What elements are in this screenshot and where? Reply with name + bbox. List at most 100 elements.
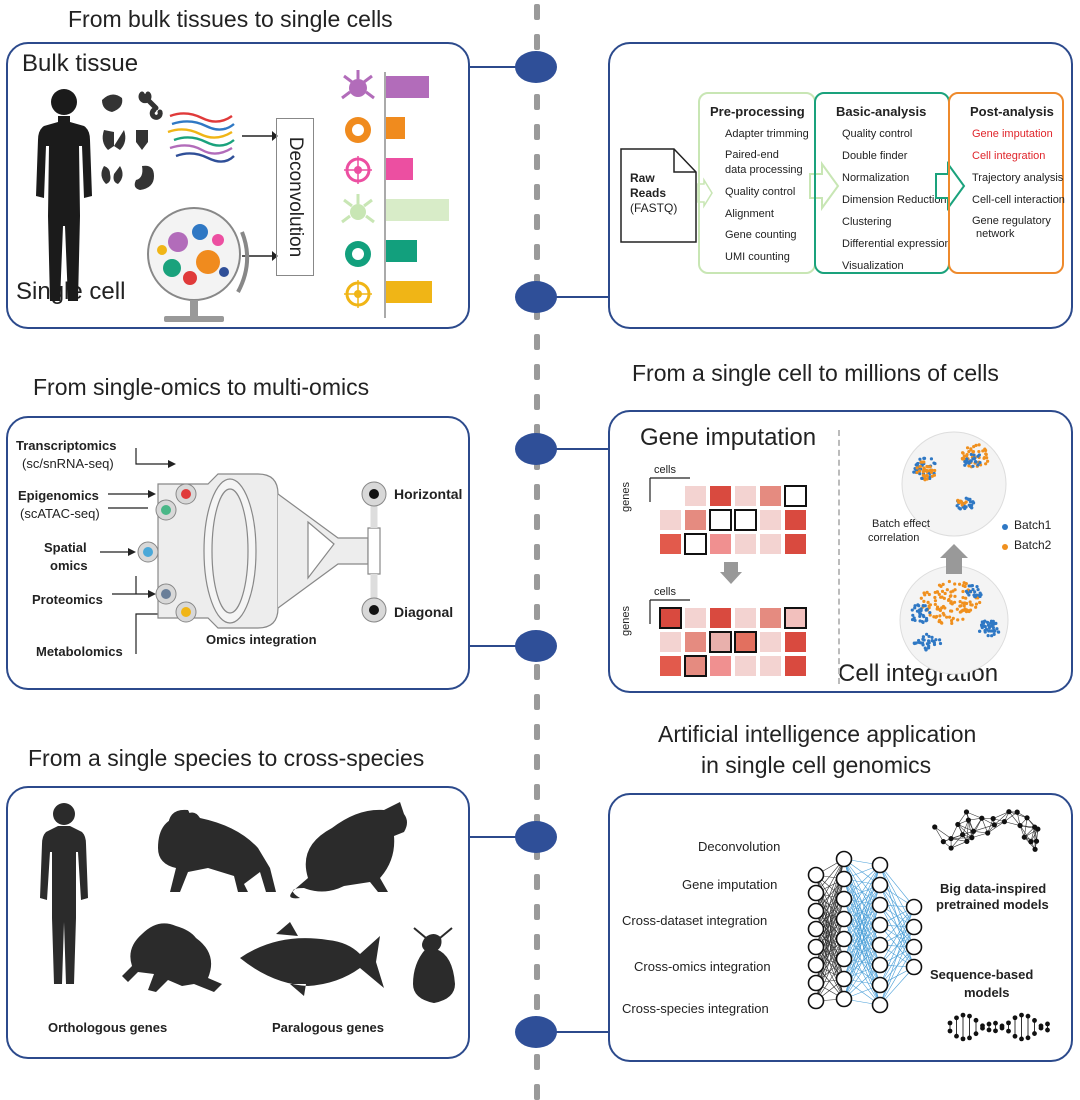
heatmap-cell bbox=[760, 510, 781, 530]
timeline-dash bbox=[534, 754, 540, 770]
sequence-node bbox=[980, 1026, 985, 1031]
umap-point bbox=[969, 608, 972, 611]
heatmap-cell bbox=[710, 632, 731, 652]
nn-node bbox=[837, 992, 852, 1007]
graph-node bbox=[1022, 835, 1027, 840]
deconvolution-bar bbox=[386, 158, 413, 180]
umap-point bbox=[953, 595, 956, 598]
nn-node bbox=[837, 912, 852, 927]
nn-node bbox=[809, 886, 824, 901]
graph-node bbox=[960, 832, 965, 837]
umap-point bbox=[925, 474, 928, 477]
umap-point bbox=[963, 581, 966, 584]
umap-point bbox=[932, 461, 935, 464]
umap-point bbox=[965, 457, 968, 460]
sequence-node bbox=[961, 1013, 966, 1018]
sequence-node bbox=[1039, 1026, 1044, 1031]
timeline-dash bbox=[534, 214, 540, 230]
umap-point bbox=[971, 588, 974, 591]
panel-multiomics: Transcriptomics (sc/snRNA-seq) Epigenomi… bbox=[6, 416, 470, 690]
umap-point bbox=[961, 618, 964, 621]
umap-point bbox=[959, 600, 962, 603]
umap-point bbox=[922, 615, 925, 618]
sequence-label-2: models bbox=[964, 985, 1010, 1000]
heatmap-cell bbox=[785, 608, 806, 628]
heatmap-cell bbox=[660, 510, 681, 530]
umap-point bbox=[956, 618, 959, 621]
umap-point bbox=[992, 623, 995, 626]
timeline-dash bbox=[534, 574, 540, 590]
umap-point bbox=[963, 604, 966, 607]
umap-point bbox=[944, 592, 947, 595]
umap-point bbox=[911, 614, 914, 617]
heatmap-cell bbox=[710, 534, 731, 554]
deconvolution-bar bbox=[386, 117, 405, 139]
heatmap-cell bbox=[785, 632, 806, 652]
heatmap-cell bbox=[660, 486, 681, 506]
umap-point bbox=[926, 591, 929, 594]
timeline-dash bbox=[534, 544, 540, 560]
nn-node bbox=[907, 900, 922, 915]
nn-node bbox=[873, 878, 888, 893]
sequence-node bbox=[1006, 1029, 1011, 1034]
graph-node bbox=[991, 816, 996, 821]
nn-node bbox=[837, 972, 852, 987]
umap-point bbox=[929, 603, 932, 606]
graph-node bbox=[1028, 839, 1033, 844]
heatmap-cell bbox=[685, 608, 706, 628]
umap-point bbox=[974, 444, 977, 447]
umap-point bbox=[913, 641, 916, 644]
nn-node bbox=[837, 852, 852, 867]
timeline-dash bbox=[534, 604, 540, 620]
umap-point bbox=[949, 594, 952, 597]
section-title-bulk: From bulk tissues to single cells bbox=[68, 6, 393, 33]
umap-point bbox=[953, 588, 956, 591]
heatmap-cell bbox=[660, 656, 681, 676]
orthologous-genes-label: Orthologous genes bbox=[48, 1020, 167, 1035]
pre-item: Paired-end bbox=[725, 149, 779, 161]
umap-point bbox=[933, 469, 936, 472]
section-title-ai-line1: Artificial intelligence application bbox=[658, 721, 976, 748]
umap-point bbox=[952, 617, 955, 620]
umap-point bbox=[922, 470, 925, 473]
umap-point bbox=[976, 588, 979, 591]
graph-node bbox=[966, 818, 971, 823]
umap-point bbox=[933, 596, 936, 599]
timeline-dash bbox=[534, 1054, 540, 1070]
timeline-dot-3 bbox=[515, 433, 557, 465]
basic-item: Visualization bbox=[842, 260, 904, 272]
sequence-node bbox=[1026, 1014, 1031, 1019]
umap-point bbox=[960, 610, 963, 613]
umap-point bbox=[927, 635, 930, 638]
pre-item: data processing bbox=[725, 164, 803, 176]
heatmap-cell bbox=[735, 534, 756, 554]
timeline-dash bbox=[534, 874, 540, 890]
nn-node bbox=[907, 960, 922, 975]
umap-point bbox=[958, 583, 961, 586]
timeline-dash bbox=[534, 514, 540, 530]
umap-point bbox=[977, 450, 980, 453]
nn-node bbox=[907, 920, 922, 935]
umap-point bbox=[927, 644, 930, 647]
umap-point bbox=[938, 620, 941, 623]
umap-point bbox=[986, 621, 989, 624]
graph-node bbox=[1032, 847, 1037, 852]
connector-multiomics bbox=[468, 645, 518, 647]
graph-node bbox=[979, 816, 984, 821]
graph-node bbox=[1006, 809, 1011, 814]
nn-node bbox=[809, 922, 824, 937]
timeline-dash bbox=[534, 934, 540, 950]
umap-point bbox=[967, 450, 970, 453]
timeline-dot-1 bbox=[515, 51, 557, 83]
umap-point bbox=[978, 443, 981, 446]
pre-processing-box bbox=[698, 92, 816, 274]
post-item-highlight: Gene imputation bbox=[972, 128, 1053, 140]
sequence-node bbox=[1019, 1037, 1024, 1042]
sequence-node bbox=[1006, 1020, 1011, 1025]
umap-point bbox=[927, 639, 930, 642]
sequence-node bbox=[1026, 1035, 1031, 1040]
umap-point bbox=[934, 616, 937, 619]
umap-point bbox=[979, 591, 982, 594]
nn-node bbox=[837, 932, 852, 947]
batch1-legend-icon bbox=[1002, 524, 1008, 530]
